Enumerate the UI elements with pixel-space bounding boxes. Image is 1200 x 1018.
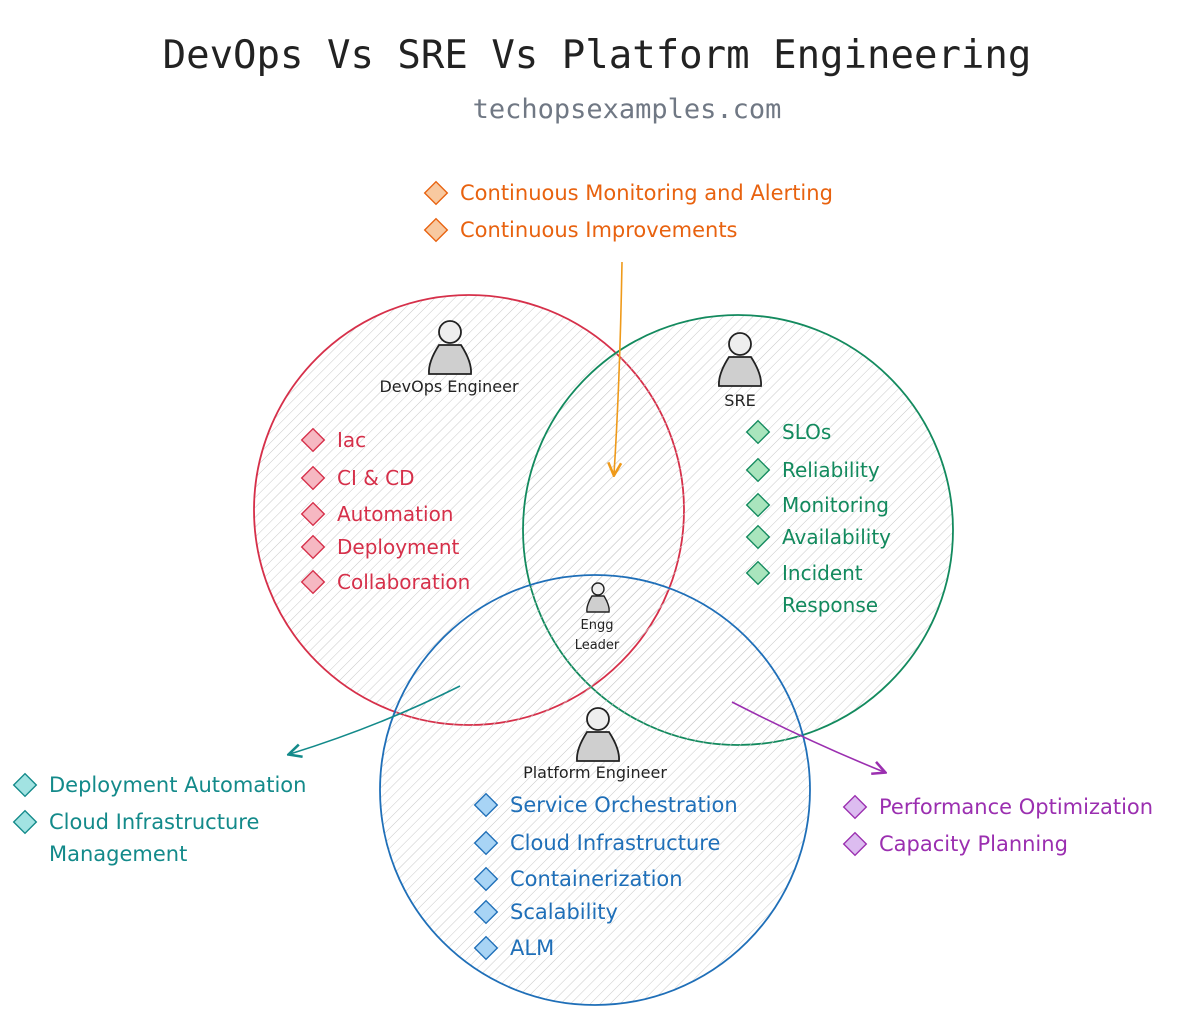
diamond-bullet-icon: [473, 866, 499, 892]
dev-platform-shared-item: Deployment Automation: [49, 773, 306, 797]
sre-role-label: SRE: [724, 391, 755, 410]
platform-role-label: Platform Engineer: [523, 763, 667, 782]
diamond-bullet-icon: [300, 427, 326, 453]
devops-item: CI & CD: [337, 466, 415, 490]
sre-platform-shared-item: Performance Optimization: [879, 795, 1153, 819]
platform-item: ALM: [510, 936, 554, 960]
dev-sre-arrow: [614, 261, 623, 474]
diamond-bullet-icon: [745, 419, 771, 445]
diamond-bullet-icon: [745, 560, 771, 586]
sre-item: Availability: [782, 525, 891, 549]
leader-person-icon: [586, 582, 610, 613]
sre-platform-shared-item: Capacity Planning: [879, 832, 1068, 856]
page-title: DevOps Vs SRE Vs Platform Engineering: [163, 33, 1032, 78]
sre-platform-arrow: [731, 701, 884, 772]
devops-item: Deployment: [337, 535, 459, 559]
diamond-bullet-icon: [300, 465, 326, 491]
diamond-bullet-icon: [300, 501, 326, 527]
diamond-bullet-icon: [300, 569, 326, 595]
diamond-bullet-icon: [842, 831, 868, 857]
diamond-bullet-icon: [423, 180, 449, 206]
dev-sre-shared-item: Continuous Monitoring and Alerting: [460, 181, 833, 205]
diamond-bullet-icon: [473, 899, 499, 925]
leader-label-line2: Leader: [575, 638, 620, 653]
diamond-bullet-icon: [745, 457, 771, 483]
sre-person-icon: [718, 332, 762, 387]
leader-label-line1: Engg: [581, 618, 614, 633]
page-subtitle: techopsexamples.com: [473, 94, 782, 125]
bullet-lists: Iac CI & CD AutomationDeploymentCollaborat…: [12, 180, 1153, 961]
diamond-bullet-icon: [12, 772, 38, 798]
sre-item: Monitoring: [782, 493, 889, 517]
devops-item: Iac: [337, 428, 366, 452]
devops-item: Collaboration: [337, 570, 470, 594]
sre-item: Incident: [782, 561, 863, 585]
dev-platform-shared-item: Management: [49, 842, 187, 866]
diamond-bullet-icon: [300, 534, 326, 560]
sre-item: Reliability: [782, 458, 880, 482]
dev-platform-shared-item: Cloud Infrastructure: [49, 810, 259, 834]
diamond-bullet-icon: [745, 524, 771, 550]
sre-item: SLOs: [782, 420, 831, 444]
diamond-bullet-icon: [12, 809, 38, 835]
devops-person-icon: [428, 320, 472, 375]
platform-circle: [379, 574, 811, 1006]
platform-item: Scalability: [510, 900, 618, 924]
platform-item: Containerization: [510, 867, 683, 891]
platform-item: Service Orchestration: [510, 793, 738, 817]
diamond-bullet-icon: [842, 794, 868, 820]
platform-person-icon: [576, 707, 620, 762]
dev-platform-arrow: [290, 685, 461, 754]
diamond-bullet-icon: [423, 217, 449, 243]
devops-item: Automation: [337, 502, 453, 526]
diamond-bullet-icon: [745, 492, 771, 518]
diamond-bullet-icon: [473, 830, 499, 856]
platform-item: Cloud Infrastructure: [510, 831, 720, 855]
devops-role-label: DevOps Engineer: [379, 377, 518, 396]
dev-sre-shared-item: Continuous Improvements: [460, 218, 738, 242]
sre-item: Response: [782, 593, 878, 617]
diamond-bullet-icon: [473, 792, 499, 818]
diamond-bullet-icon: [473, 935, 499, 961]
